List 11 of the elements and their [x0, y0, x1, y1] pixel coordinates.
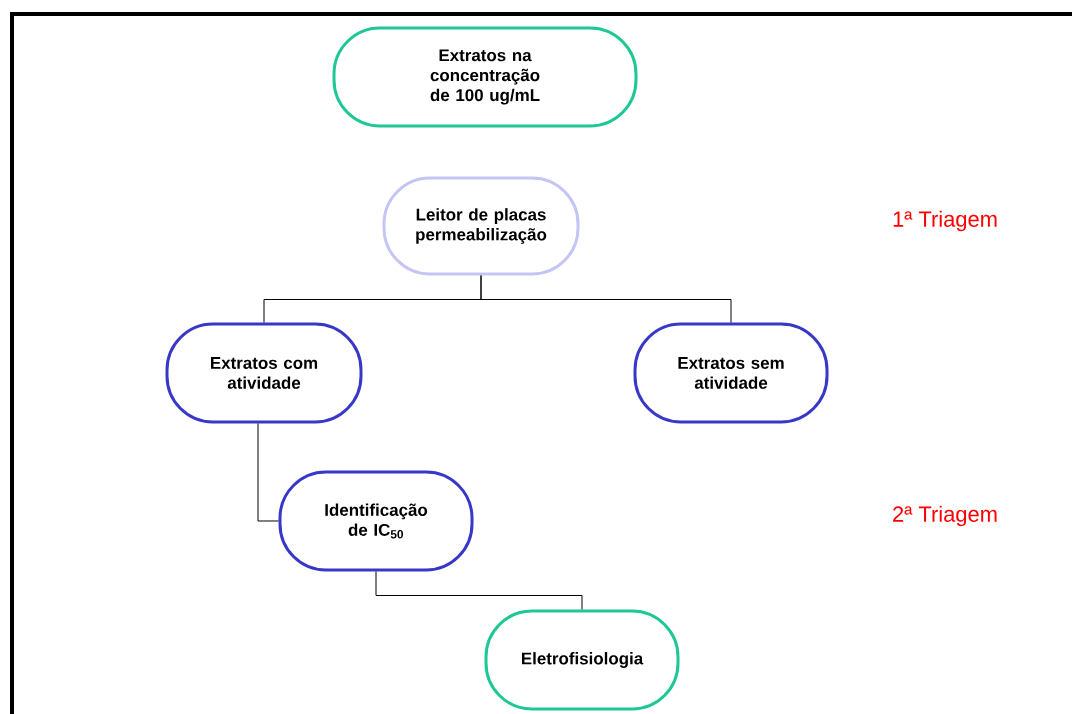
process-box: Extratos com atividade	[165, 322, 363, 424]
process-box: Identificação de IC$_{50}$	[278, 470, 474, 572]
connector-line	[375, 571, 583, 610]
process-box: Eletrofisiologia	[484, 609, 680, 711]
stage-label: 2ª Triagem	[893, 505, 997, 527]
process-box: Extratos sem atividade	[633, 322, 829, 424]
stage-label: 1ª Triagem	[893, 210, 997, 232]
process-box: Leitor de placas permeabilização	[382, 176, 580, 276]
process-box: Extratos na concentração de 100 ug/mL	[332, 26, 638, 128]
connector-line	[480, 275, 732, 323]
connector-line	[257, 423, 279, 522]
